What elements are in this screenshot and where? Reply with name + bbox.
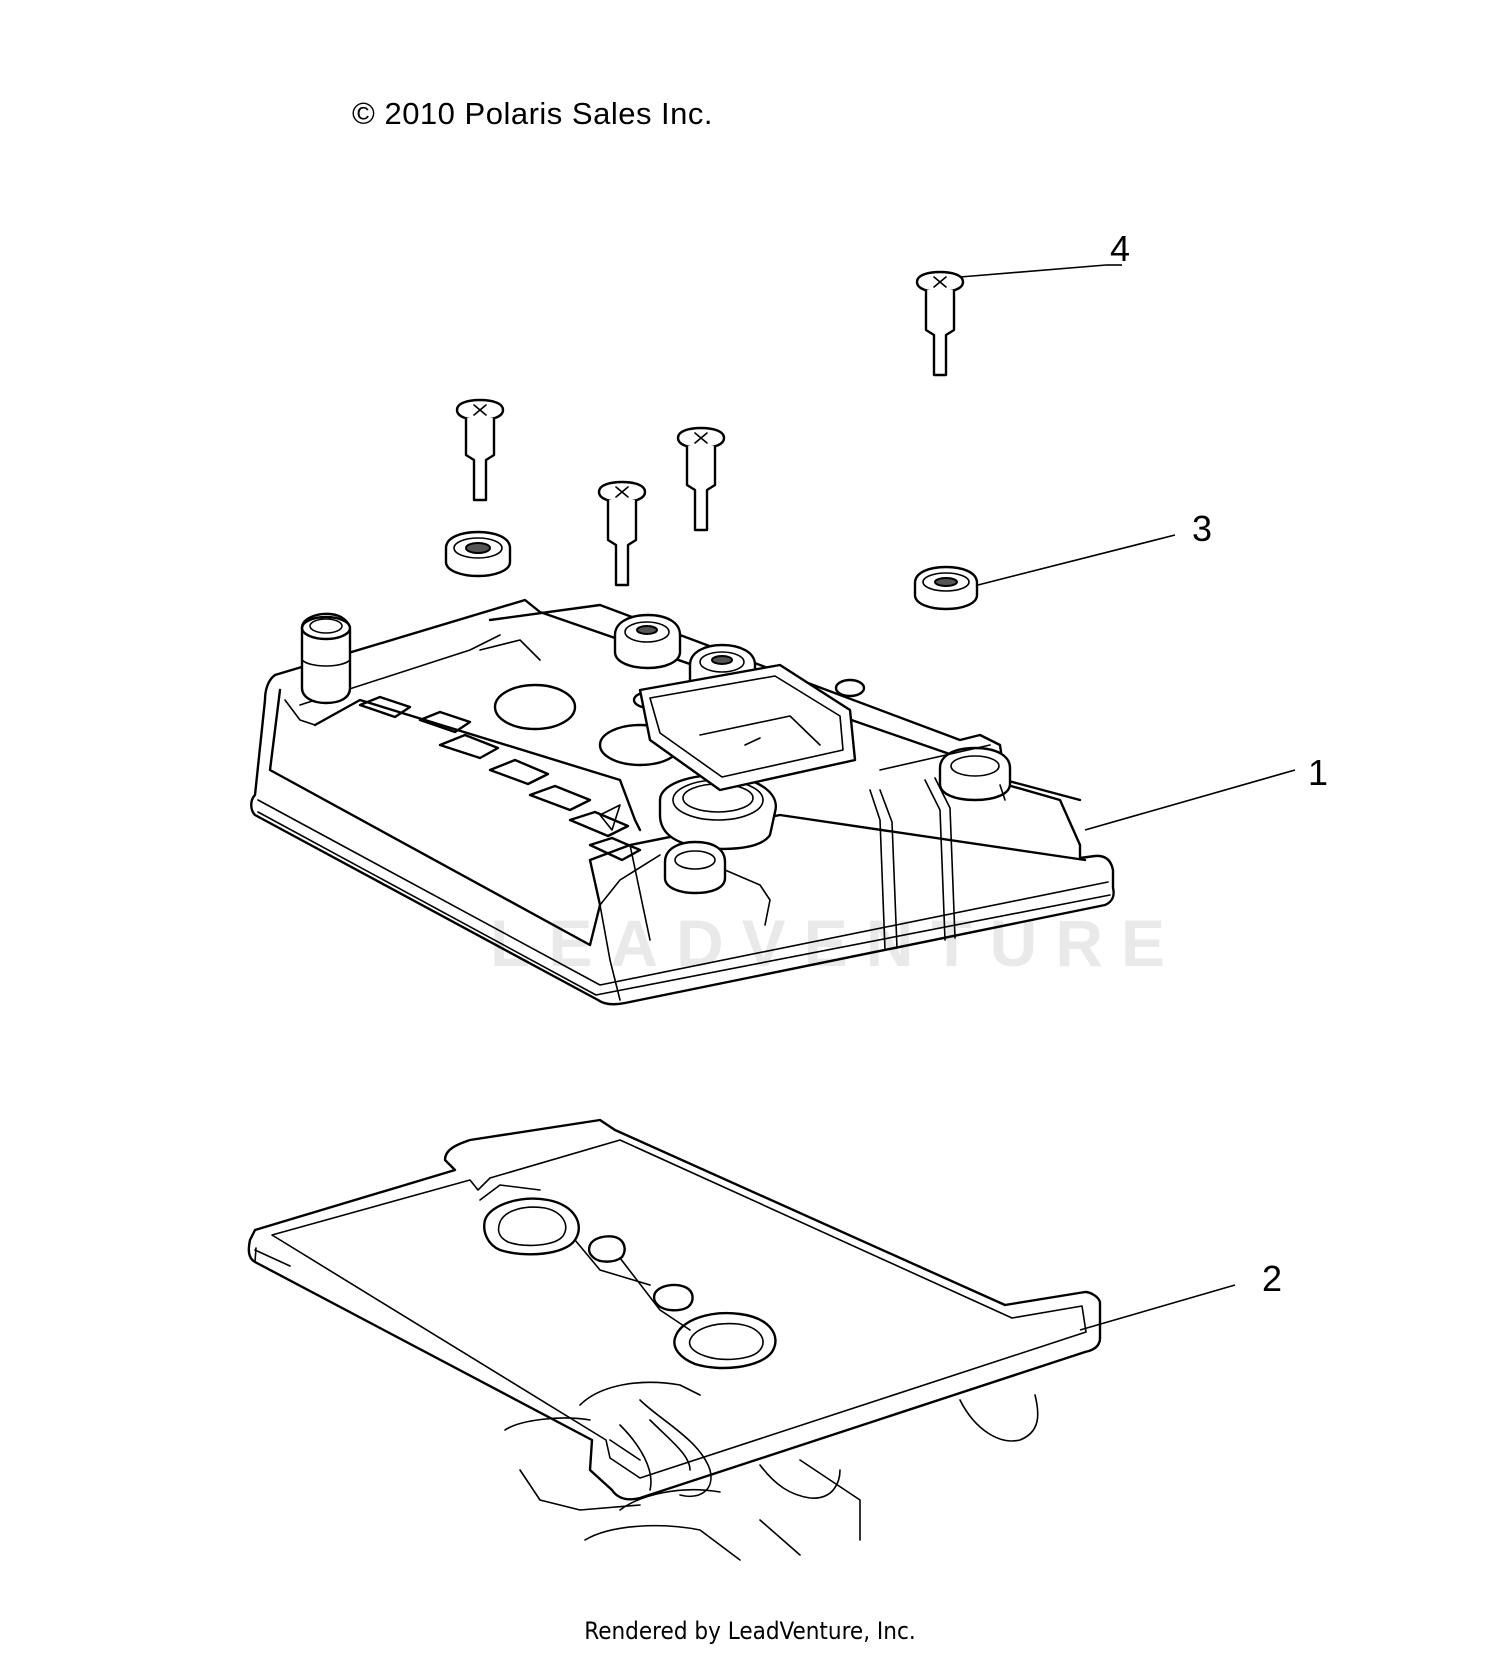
valve-cover-gasket [247, 1118, 1102, 1501]
callout-1: 1 [1308, 752, 1329, 793]
leader-lines [959, 264, 1296, 1331]
callout-2: 2 [1262, 1258, 1283, 1299]
callout-4: 4 [1110, 228, 1131, 269]
engine-head-partial [504, 1381, 1039, 1561]
cover-lettering [358, 695, 642, 862]
copyright-notice: © 2010 Polaris Sales Inc. [352, 96, 714, 131]
footer-credit: Rendered by LeadVenture, Inc. [584, 1617, 916, 1645]
bolt [455, 270, 965, 587]
valve-cover [250, 598, 1115, 1006]
callout-3: 3 [1192, 508, 1213, 549]
grommet [444, 530, 979, 611]
